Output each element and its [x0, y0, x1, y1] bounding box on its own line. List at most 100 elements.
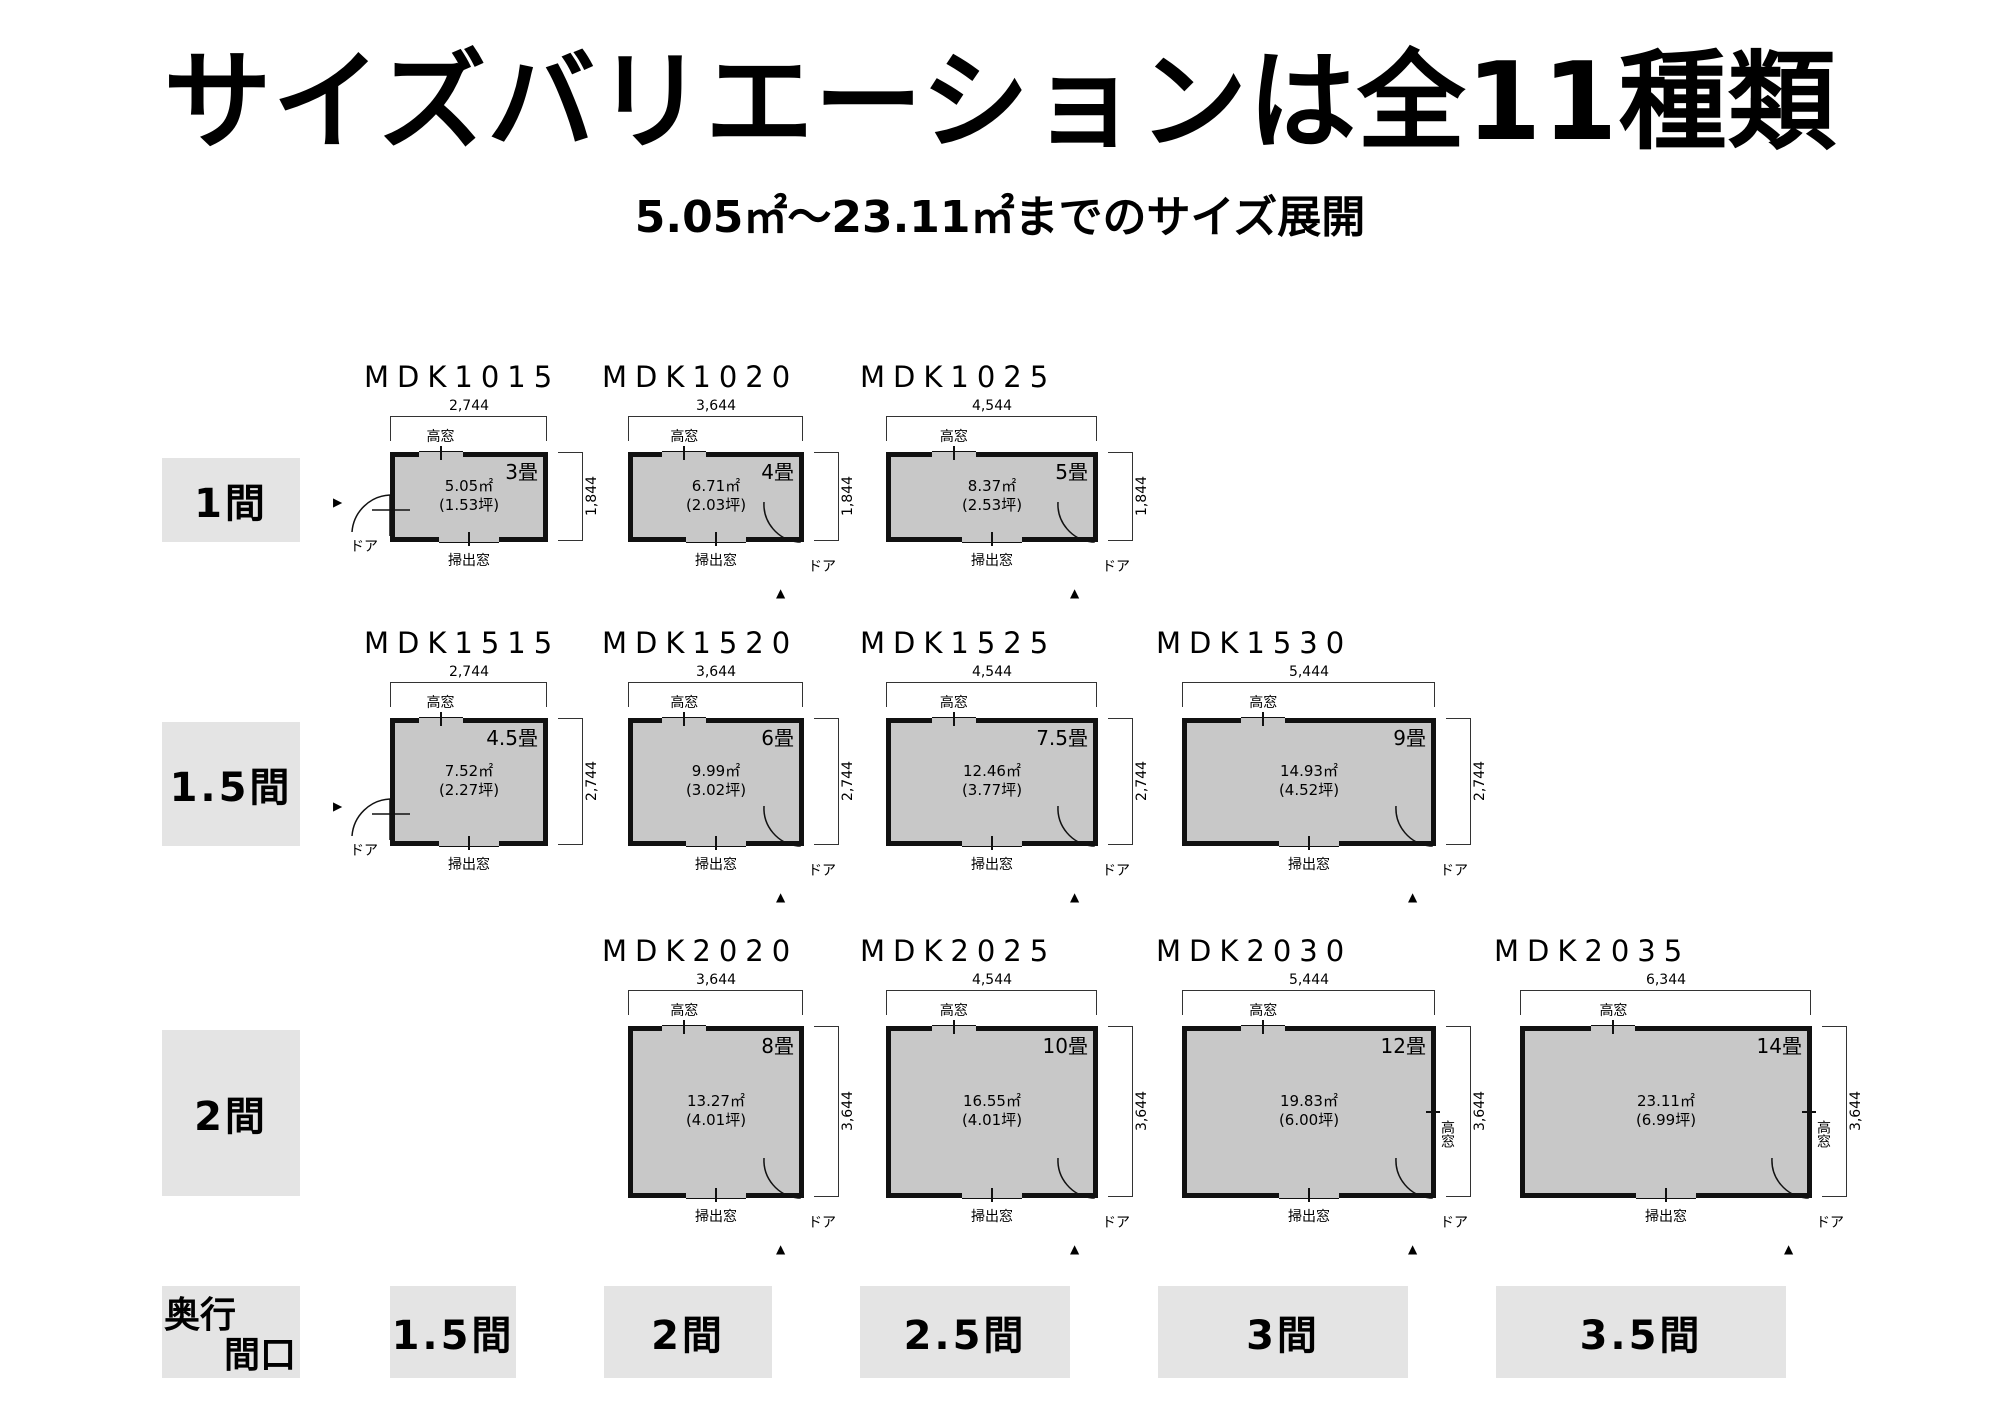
- high-window-label: 高窓: [1249, 1003, 1278, 1019]
- high-window-tick: [952, 1020, 955, 1034]
- floor-area: 7.52㎡(2.27坪): [399, 762, 539, 800]
- floor-area: 19.83㎡(6.00坪): [1239, 1092, 1379, 1130]
- door-label: ドア: [808, 1215, 836, 1231]
- col-label-2ken: 2間: [604, 1286, 772, 1378]
- sweep-window-label: 掃出窓: [695, 553, 737, 569]
- area-tsubo: (2.03坪): [685, 495, 747, 514]
- depth-dimension: 3,644: [1472, 1090, 1488, 1132]
- area-tsubo: (3.02坪): [685, 780, 747, 799]
- depth-dimension-line: [1446, 718, 1471, 845]
- door-swing-icon: [1057, 1157, 1095, 1199]
- door-entry-marker: ▲: [1070, 586, 1080, 600]
- door-swing-icon: [1057, 805, 1095, 847]
- high-window-label: 高窓: [670, 429, 699, 445]
- high-window-label: 高窓: [426, 429, 455, 445]
- width-dimension-line: [628, 682, 803, 707]
- model-name: MDK1515: [364, 626, 561, 660]
- depth-dimension: 1,844: [1134, 475, 1150, 517]
- high-window-label: 高窓: [1599, 1003, 1628, 1019]
- row-label-1ken: 1間: [162, 458, 300, 542]
- door-swing-icon: [1395, 1157, 1433, 1199]
- depth-dimension: 3,644: [1134, 1090, 1150, 1132]
- width-dimension-line: [1182, 682, 1435, 707]
- col-label-3ken: 3間: [1158, 1286, 1408, 1378]
- depth-dimension: 2,744: [1134, 760, 1150, 802]
- width-dimension-line: [1182, 990, 1435, 1015]
- side-window-tick: [1426, 1111, 1440, 1113]
- area-m2: 6.71㎡: [691, 477, 741, 495]
- sweep-window-tick: [715, 1188, 717, 1202]
- high-window-tick: [1612, 1020, 1615, 1034]
- col-label-3-5ken: 3.5間: [1496, 1286, 1786, 1378]
- width-dimension-line: [390, 682, 547, 707]
- width-dimension: 3,644: [695, 664, 737, 680]
- high-window-label: 高窓: [1249, 695, 1278, 711]
- side-high-window-label: 高窓: [1439, 1120, 1455, 1148]
- sweep-window-label: 掃出窓: [1645, 1209, 1687, 1225]
- area-tsubo: (6.00坪): [1278, 1110, 1340, 1129]
- room-outline: [1182, 718, 1436, 846]
- sweep-window-label: 掃出窓: [971, 1209, 1013, 1225]
- high-window-label: 高窓: [670, 695, 699, 711]
- door-label: ドア: [1102, 863, 1130, 879]
- door-label: ドア: [808, 559, 836, 575]
- floor-area: 9.99㎡(3.02坪): [646, 762, 786, 800]
- sweep-window-label: 掃出窓: [971, 857, 1013, 873]
- door-swing-icon: [351, 494, 410, 536]
- area-m2: 8.37㎡: [967, 477, 1017, 495]
- door-entry-marker: ▲: [1070, 890, 1080, 904]
- model-name: MDK1530: [1156, 626, 1353, 660]
- door-entry-marker: ▲: [331, 802, 346, 812]
- door-entry-marker: ▲: [776, 1242, 786, 1256]
- room-outline: [886, 718, 1098, 846]
- area-m2: 7.52㎡: [444, 762, 494, 780]
- sweep-window-label: 掃出窓: [448, 857, 490, 873]
- page-subtitle: 5.05㎡〜23.11㎡までのサイズ展開: [634, 192, 1366, 243]
- width-dimension: 2,744: [448, 664, 490, 680]
- floor-area: 12.46㎡(3.77坪): [922, 762, 1062, 800]
- door-label: ドア: [350, 539, 378, 555]
- side-high-window-label: 高窓: [1815, 1120, 1831, 1148]
- sweep-window-tick: [468, 532, 470, 546]
- door-swing-icon: [1395, 805, 1433, 847]
- sweep-window-label: 掃出窓: [1288, 1209, 1330, 1225]
- door-entry-marker: ▲: [776, 890, 786, 904]
- depth-dimension-line: [1108, 1026, 1133, 1197]
- door-label: ドア: [1440, 1215, 1468, 1231]
- model-name: MDK1525: [860, 626, 1057, 660]
- sweep-window-tick: [1308, 1188, 1310, 1202]
- width-dimension: 2,744: [448, 398, 490, 414]
- depth-dimension: 2,744: [840, 760, 856, 802]
- high-window-tick: [1262, 1020, 1265, 1034]
- depth-dimension-line: [1108, 452, 1133, 541]
- depth-dimension-line: [1108, 718, 1133, 845]
- width-dimension-line: [1520, 990, 1811, 1015]
- high-window-tick: [952, 446, 955, 460]
- door-swing-icon: [1057, 501, 1095, 543]
- depth-dimension-line: [814, 452, 839, 541]
- row-label-1-5ken: 1.5間: [162, 722, 300, 846]
- high-window-label: 高窓: [939, 429, 968, 445]
- depth-dimension-line: [1822, 1026, 1847, 1197]
- door-swing-icon: [1771, 1157, 1809, 1199]
- area-m2: 13.27㎡: [687, 1092, 745, 1110]
- high-window-tick: [439, 446, 442, 460]
- room-outline: [886, 1026, 1098, 1198]
- door-swing-icon: [763, 501, 801, 543]
- floor-area: 16.55㎡(4.01坪): [922, 1092, 1062, 1130]
- depth-dimension-line: [1446, 1026, 1471, 1197]
- tatami-count: 5畳: [1055, 460, 1088, 484]
- sweep-window-tick: [468, 836, 470, 850]
- tatami-count: 4畳: [761, 460, 794, 484]
- depth-dimension-line: [558, 452, 583, 541]
- model-name: MDK2030: [1156, 934, 1353, 968]
- width-dimension: 4,544: [971, 972, 1013, 988]
- model-name: MDK2020: [602, 934, 799, 968]
- floor-area: 23.11㎡(6.99坪): [1596, 1092, 1736, 1130]
- area-m2: 19.83㎡: [1280, 1092, 1338, 1110]
